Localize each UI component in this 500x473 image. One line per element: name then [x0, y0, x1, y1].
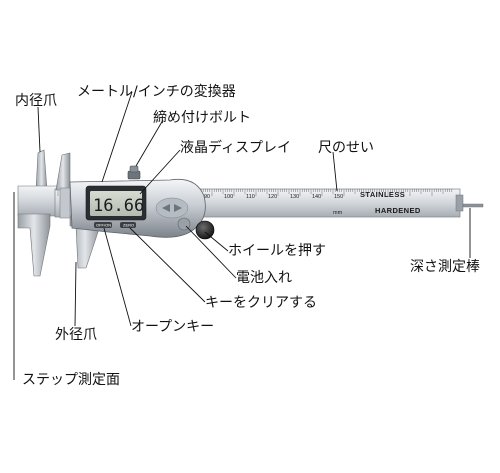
label-battery: 電池入れ — [236, 270, 292, 286]
scale-unit: mm — [333, 210, 343, 216]
label-lcd: 液晶ディスプレイ — [180, 140, 292, 156]
leader-clear-key — [129, 227, 206, 303]
lcd-screen — [90, 191, 142, 216]
label-unit-convert: メートル/インチの変換器 — [77, 84, 236, 100]
leader-inner-jaw — [37, 106, 41, 153]
leader-lines — [13, 91, 471, 380]
outer-jaw-fixed — [17, 213, 51, 277]
step-face — [59, 187, 71, 219]
label-step-face: ステップ測定面 — [22, 372, 120, 388]
label-clear-key: キーをクリアする — [205, 295, 317, 311]
lcd-reading: 16.66 — [93, 196, 144, 216]
leader-open-key — [103, 227, 132, 327]
scale-number: 140 — [312, 194, 321, 200]
scale-number: 100 — [224, 194, 233, 200]
leader-lcd — [139, 149, 181, 195]
label-outer-jaw: 外径爪 — [55, 327, 97, 343]
off-on-label: OFF/ON — [96, 223, 111, 228]
lock-screw[interactable] — [127, 165, 141, 180]
label-inner-jaw: 内径爪 — [15, 93, 57, 109]
zero-label: ZERO — [123, 223, 134, 228]
beam-text-stainless: STAINLESS — [360, 190, 405, 199]
label-lock-screw: 締め付けボルト — [153, 110, 251, 126]
scale-number: 150 — [334, 194, 343, 200]
leader-outer-jaw — [74, 261, 77, 327]
zero-button[interactable]: ZERO — [120, 222, 136, 228]
scale-number: 130 — [290, 194, 299, 200]
leader-main-scale — [332, 151, 338, 192]
fixed-jaw-assembly — [17, 149, 61, 277]
beam-text-hardened: HARDENED — [375, 206, 421, 215]
inner-jaw-moving — [55, 152, 71, 191]
scale-number: 120 — [268, 194, 277, 200]
leader-lock-screw — [135, 119, 164, 167]
beam-end — [455, 194, 464, 212]
off-on-button[interactable]: OFF/ON — [94, 222, 112, 228]
lcd-unit-text: mm/inch — [118, 186, 130, 190]
label-open-key: オープンキー — [131, 319, 215, 335]
slider-logo-plate — [155, 197, 189, 219]
depth-rod — [462, 203, 484, 208]
leader-unit-convert — [101, 91, 133, 183]
leader-thumb-wheel — [204, 231, 229, 252]
thumb-wheel[interactable] — [195, 220, 215, 240]
inner-jaw-fixed — [35, 149, 48, 191]
label-main-scale: 尺のせい — [318, 140, 374, 156]
scale-number: 90 — [204, 194, 210, 200]
label-depth-rod: 深さ測定棒 — [410, 259, 480, 275]
leader-battery — [185, 225, 237, 279]
fixed-head — [17, 185, 61, 217]
scale-number: 110 — [246, 194, 255, 200]
label-thumb-wheel: ホイールを押す — [228, 243, 326, 259]
logo-icon — [162, 204, 182, 212]
